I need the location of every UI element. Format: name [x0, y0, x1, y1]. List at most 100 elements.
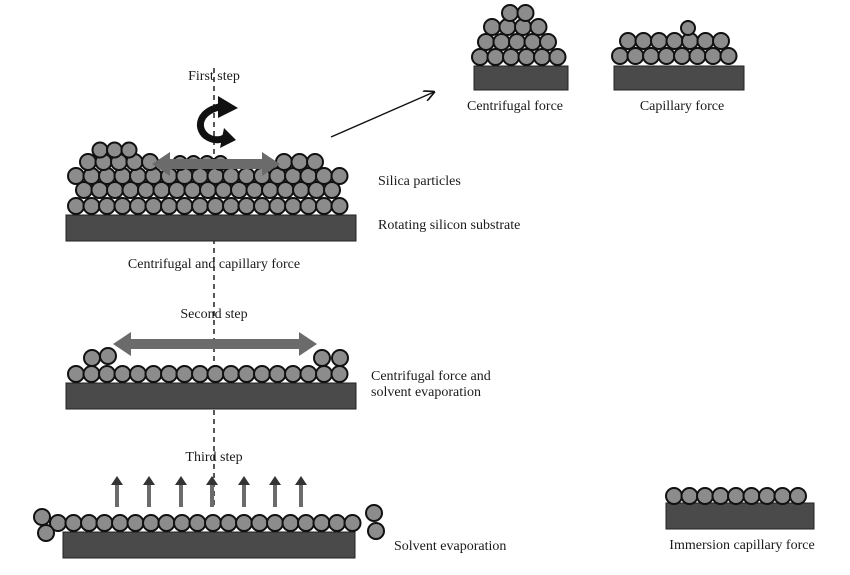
centrifugal-evaporation-label: Centrifugal force and solvent evaporatio… [371, 369, 521, 401]
inset-centrifugal-label: Centrifugal force [466, 99, 564, 114]
rotation-arrow-icon [196, 96, 238, 148]
silica-particle [516, 4, 535, 22]
silica-particle [492, 33, 511, 51]
inset-substrate-centrifugal [473, 65, 569, 91]
particles-step1 [67, 141, 349, 215]
silica-particle [67, 197, 85, 215]
evaporation-arrow [175, 476, 187, 507]
silica-particle [67, 365, 85, 383]
silica-particle [727, 487, 745, 505]
silica-particle [297, 514, 315, 532]
silica-particle [160, 197, 178, 215]
evaporation-arrow [238, 476, 250, 507]
first-step-label: First step [188, 69, 240, 84]
evaporation-arrow [206, 476, 218, 507]
silica-particle [789, 487, 807, 505]
evaporation-arrow [295, 476, 307, 507]
silica-particle [113, 365, 132, 383]
silica-particle [501, 4, 519, 22]
silica-particle [222, 197, 240, 215]
silica-particle [299, 197, 318, 215]
silica-particle [157, 514, 176, 532]
silica-particle [539, 33, 557, 51]
silica-particle [626, 47, 645, 65]
silica-particle [142, 514, 160, 532]
silica-particle [312, 514, 331, 532]
silica-particle [98, 197, 116, 215]
silica-particle [206, 197, 225, 215]
silica-particle [680, 487, 699, 505]
silica-particle [365, 504, 383, 522]
silica-particle [129, 197, 147, 215]
silica-particle [773, 487, 792, 505]
centrifugal-capillary-label: Centrifugal and capillary force [127, 257, 301, 272]
inset-substrate-immersion [665, 502, 815, 530]
silica-particle [619, 32, 637, 50]
silica-particle [144, 365, 163, 383]
silica-particle [222, 365, 240, 383]
silica-particle [315, 167, 333, 185]
silica-particle [673, 47, 691, 65]
silica-particle [712, 32, 730, 50]
silica-particle [517, 48, 536, 66]
particles-inset-centrifugal [471, 4, 567, 66]
substrate-step1 [65, 214, 357, 242]
silica-particle [477, 33, 495, 51]
silica-particle [175, 197, 194, 215]
evaporation-arrow [143, 476, 155, 507]
silica-particle [99, 347, 117, 365]
solvent-evaporation-label: Solvent evaporation [394, 539, 507, 554]
silica-particle [704, 47, 722, 65]
silica-particle [315, 365, 333, 383]
silica-particle [98, 365, 116, 383]
silica-particle [235, 514, 253, 532]
spread-arrow-step2 [113, 332, 317, 356]
silica-particle [268, 365, 287, 383]
silica-particle [120, 141, 138, 159]
silica-particle [665, 32, 684, 50]
silica-particle [284, 365, 302, 383]
silica-particle [82, 197, 101, 215]
silica-particle [160, 365, 178, 383]
silica-particle [144, 197, 163, 215]
silica-particle [642, 47, 660, 65]
silica-particle [306, 153, 324, 171]
silica-particle [711, 487, 730, 505]
silica-particle [191, 197, 209, 215]
spread-arrow-step1 [152, 152, 280, 176]
silica-particle [281, 514, 300, 532]
silica-particle [323, 181, 341, 199]
silica-particle [657, 47, 676, 65]
silica-particle [222, 167, 240, 185]
silica-particle [37, 524, 55, 542]
silica-particle [80, 514, 98, 532]
silica-particle [173, 514, 191, 532]
silica-particle [64, 514, 83, 532]
silica-particle [529, 18, 548, 36]
silica-particle [106, 141, 123, 159]
silica-particle [330, 365, 349, 383]
silica-particle [611, 47, 629, 65]
silica-particle [313, 349, 331, 367]
silica-particle [237, 167, 256, 185]
second-step-label: Second step [180, 307, 248, 322]
silica-particle [299, 365, 318, 383]
silica-particle [680, 20, 696, 36]
silica-particle [688, 47, 707, 65]
particles-step2 [67, 347, 349, 383]
silica-particle [665, 487, 683, 505]
silica-particle [330, 167, 349, 185]
silica-particle [204, 514, 222, 532]
inset-capillary-label: Capillary force [639, 99, 725, 114]
particles-inset-capillary [611, 20, 738, 65]
inset-substrate-capillary [613, 65, 745, 91]
silica-particle [367, 522, 385, 540]
silica-particle [696, 32, 715, 50]
silica-particle [113, 197, 132, 215]
evaporation-arrow [111, 476, 123, 507]
silica-particle [758, 487, 776, 505]
third-step-label: Third step [185, 450, 243, 465]
silica-particle [696, 487, 714, 505]
evaporation-arrow [269, 476, 281, 507]
